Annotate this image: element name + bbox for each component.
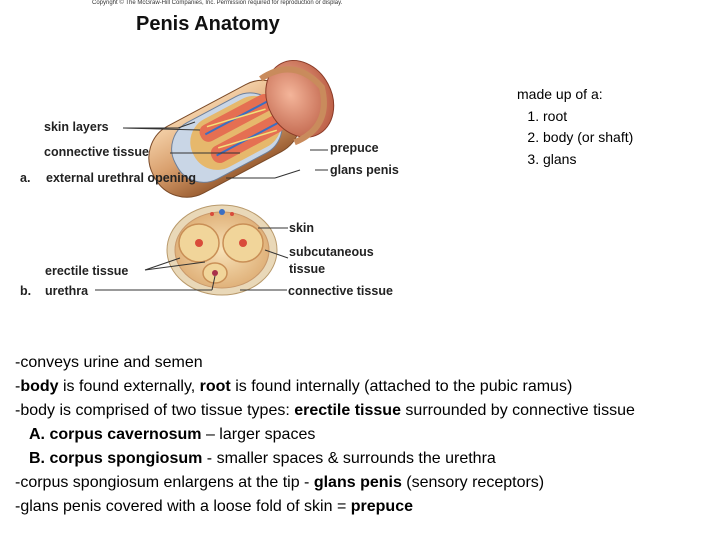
label-panel-b: b.	[20, 284, 32, 298]
label-erectile-tissue: erectile tissue	[45, 264, 129, 278]
note-bold: prepuce	[350, 498, 413, 515]
note-line-3: -body is comprised of two tissue types: …	[15, 399, 635, 423]
label-connective-tissue-b: connective tissue	[288, 284, 393, 298]
label-panel-a: a.	[20, 171, 31, 185]
note-text: -corpus spongiosum enlargens at the tip …	[15, 474, 314, 491]
label-external-urethral-opening: external urethral opening	[46, 171, 197, 185]
note-text: -	[15, 378, 21, 395]
note-text: – larger spaces	[201, 426, 316, 443]
panel-a-shaft-drawing	[148, 59, 335, 198]
note-line-2: -body is found externally, root is found…	[15, 375, 635, 399]
note-line-6: -corpus spongiosum enlargens at the tip …	[15, 471, 635, 495]
list-item: root	[543, 106, 633, 128]
panel-b-cross-section	[166, 204, 278, 296]
note-text: - smaller spaces & surrounds the urethra	[202, 450, 496, 467]
note-bold: body	[20, 378, 59, 395]
note-text: -glans penis covered with a loose fold o…	[15, 498, 351, 515]
note-line-4: A. corpus cavernosum – larger spaces	[15, 423, 635, 447]
note-line-1: -conveys urine and semen	[15, 354, 203, 371]
label-subcutaneous: subcutaneous	[289, 245, 374, 259]
notes-block: -conveys urine and semen -body is found …	[15, 351, 635, 519]
label-urethra: urethra	[45, 284, 89, 298]
note-bold: B. corpus spongiosum	[29, 450, 203, 467]
note-bold: glans penis	[313, 474, 402, 491]
label-prepuce: prepuce	[330, 141, 379, 155]
note-line-7: -glans penis covered with a loose fold o…	[15, 495, 635, 519]
note-bold: A. corpus cavernosum	[29, 426, 202, 443]
label-glans-penis: glans penis	[330, 163, 399, 177]
note-bold: root	[199, 378, 231, 395]
list-item: body (or shaft)	[543, 127, 633, 149]
label-skin-layers: skin layers	[44, 120, 109, 134]
penis-anatomy-illustration	[95, 59, 335, 296]
note-text: (sensory receptors)	[401, 474, 545, 491]
note-bold: erectile tissue	[294, 402, 401, 419]
made-up-list: made up of a: root body (or shaft) glans	[517, 84, 633, 170]
figure-title: Penis Anatomy	[136, 13, 280, 35]
note-text: -body is comprised of two tissue types:	[15, 402, 295, 419]
list-item: glans	[543, 149, 633, 171]
note-line-5: B. corpus spongiosum - smaller spaces & …	[15, 447, 635, 471]
label-connective-tissue-a: connective tissue	[44, 145, 149, 159]
note-text: is found internally (attached to the pub…	[230, 378, 573, 395]
copyright-notice: Copyright © The McGraw-Hill Companies, I…	[92, 0, 343, 6]
label-skin: skin	[289, 221, 315, 235]
note-text: surrounded by connective tissue	[400, 402, 635, 419]
note-text: is found externally,	[58, 378, 200, 395]
made-up-items: root body (or shaft) glans	[517, 106, 633, 171]
label-tissue: tissue	[289, 262, 326, 276]
made-up-heading: made up of a:	[517, 86, 603, 102]
